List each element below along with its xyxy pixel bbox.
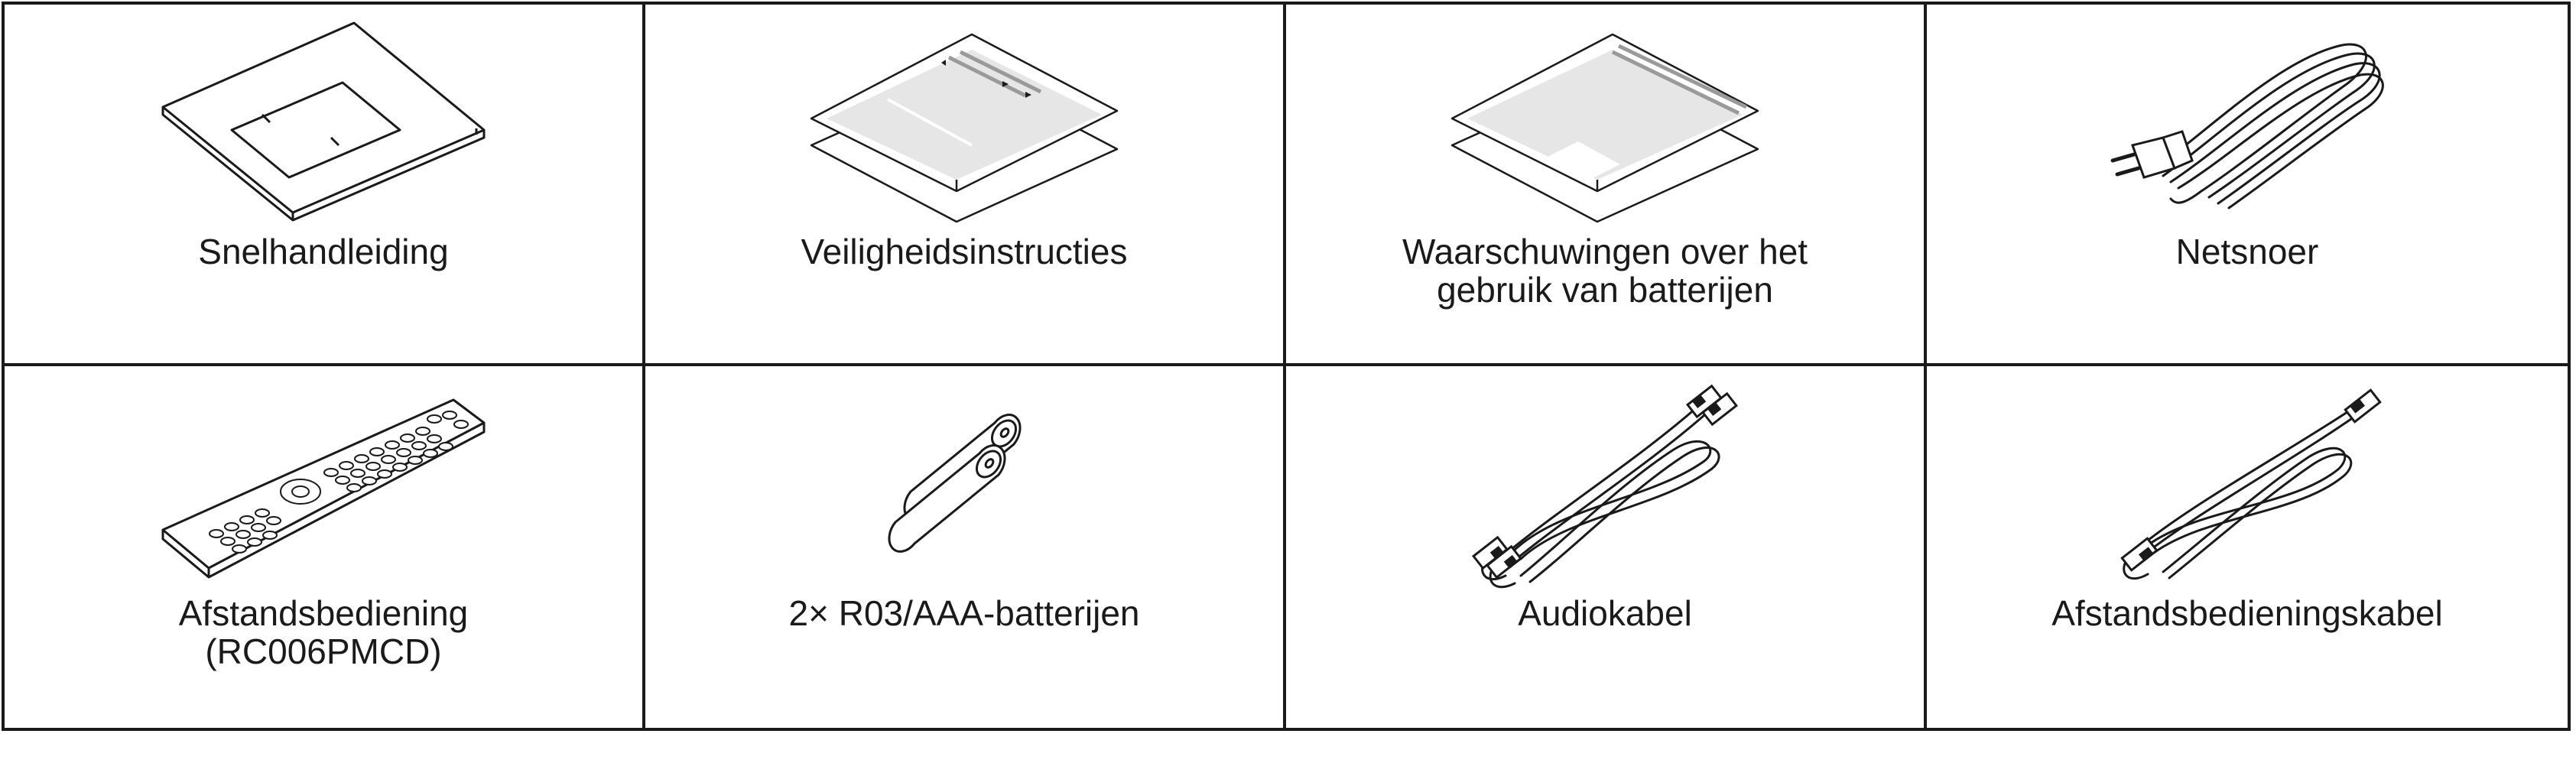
label-line: Veiligheidsinstructies <box>801 232 1128 271</box>
accessory-cell-remote-control: Afstandsbediening (RC006PMCD) <box>5 366 645 728</box>
remote-control-label: Afstandsbediening (RC006PMCD) <box>5 594 642 670</box>
remote-cable-illustration <box>1927 366 2568 588</box>
label-line: Audiokabel <box>1518 593 1692 633</box>
accessory-cell-power-cord: Netsnoer <box>1927 5 2568 366</box>
remote-control-illustration <box>5 366 642 588</box>
safety-instructions-illustration <box>645 5 1283 226</box>
accessory-cell-safety-instructions: Veiligheidsinstructies <box>645 5 1286 366</box>
audio-cable-icon <box>1471 384 1739 589</box>
accessory-cell-quick-guide: Snelhandleiding <box>5 5 645 366</box>
quick-guide-illustration <box>5 5 642 226</box>
safety-instructions-sheet-icon <box>810 33 1119 223</box>
quick-guide-booklet-icon <box>161 21 486 222</box>
power-cord-label: Netsnoer <box>1927 232 2568 271</box>
label-line: gebruik van batterijen <box>1437 270 1773 310</box>
remote-control-cable-icon <box>2120 388 2382 580</box>
batteries-label: 2× R03/AAA-batterijen <box>645 594 1283 632</box>
aaa-batteries-icon <box>888 414 1022 553</box>
audio-cable-label: Audiokabel <box>1286 594 1924 632</box>
batteries-illustration <box>645 366 1283 588</box>
battery-warnings-illustration <box>1286 5 1924 226</box>
audio-cable-illustration <box>1286 366 1924 589</box>
battery-warnings-sheet-icon <box>1450 33 1759 223</box>
remote-cable-label: Afstandsbedieningskabel <box>1927 594 2568 632</box>
label-line: Waarschuwingen over het <box>1402 232 1808 271</box>
label-line: Netsnoer <box>2175 232 2319 271</box>
battery-warnings-label: Waarschuwingen over het gebruik van batt… <box>1286 232 1924 309</box>
accessory-cell-battery-warnings: Waarschuwingen over het gebruik van batt… <box>1286 5 1927 366</box>
accessory-cell-audio-cable: Audiokabel <box>1286 366 1927 728</box>
label-line: Snelhandleiding <box>198 232 449 271</box>
label-line: Afstandsbedieningskabel <box>2051 593 2443 633</box>
remote-control-icon <box>161 398 486 579</box>
quick-guide-label: Snelhandleiding <box>5 232 642 271</box>
accessories-table: Snelhandleiding <box>2 2 2571 731</box>
label-line: (RC006PMCD) <box>205 632 442 671</box>
label-line: 2× R03/AAA-batterijen <box>788 593 1140 633</box>
label-line: Afstandsbediening <box>178 593 469 633</box>
accessory-cell-batteries: 2× R03/AAA-batterijen <box>645 366 1286 728</box>
safety-instructions-label: Veiligheidsinstructies <box>645 232 1283 271</box>
power-cord-illustration <box>1927 5 2568 226</box>
accessory-cell-remote-cable: Afstandsbedieningskabel <box>1927 366 2568 728</box>
power-cord-icon <box>2110 43 2384 209</box>
